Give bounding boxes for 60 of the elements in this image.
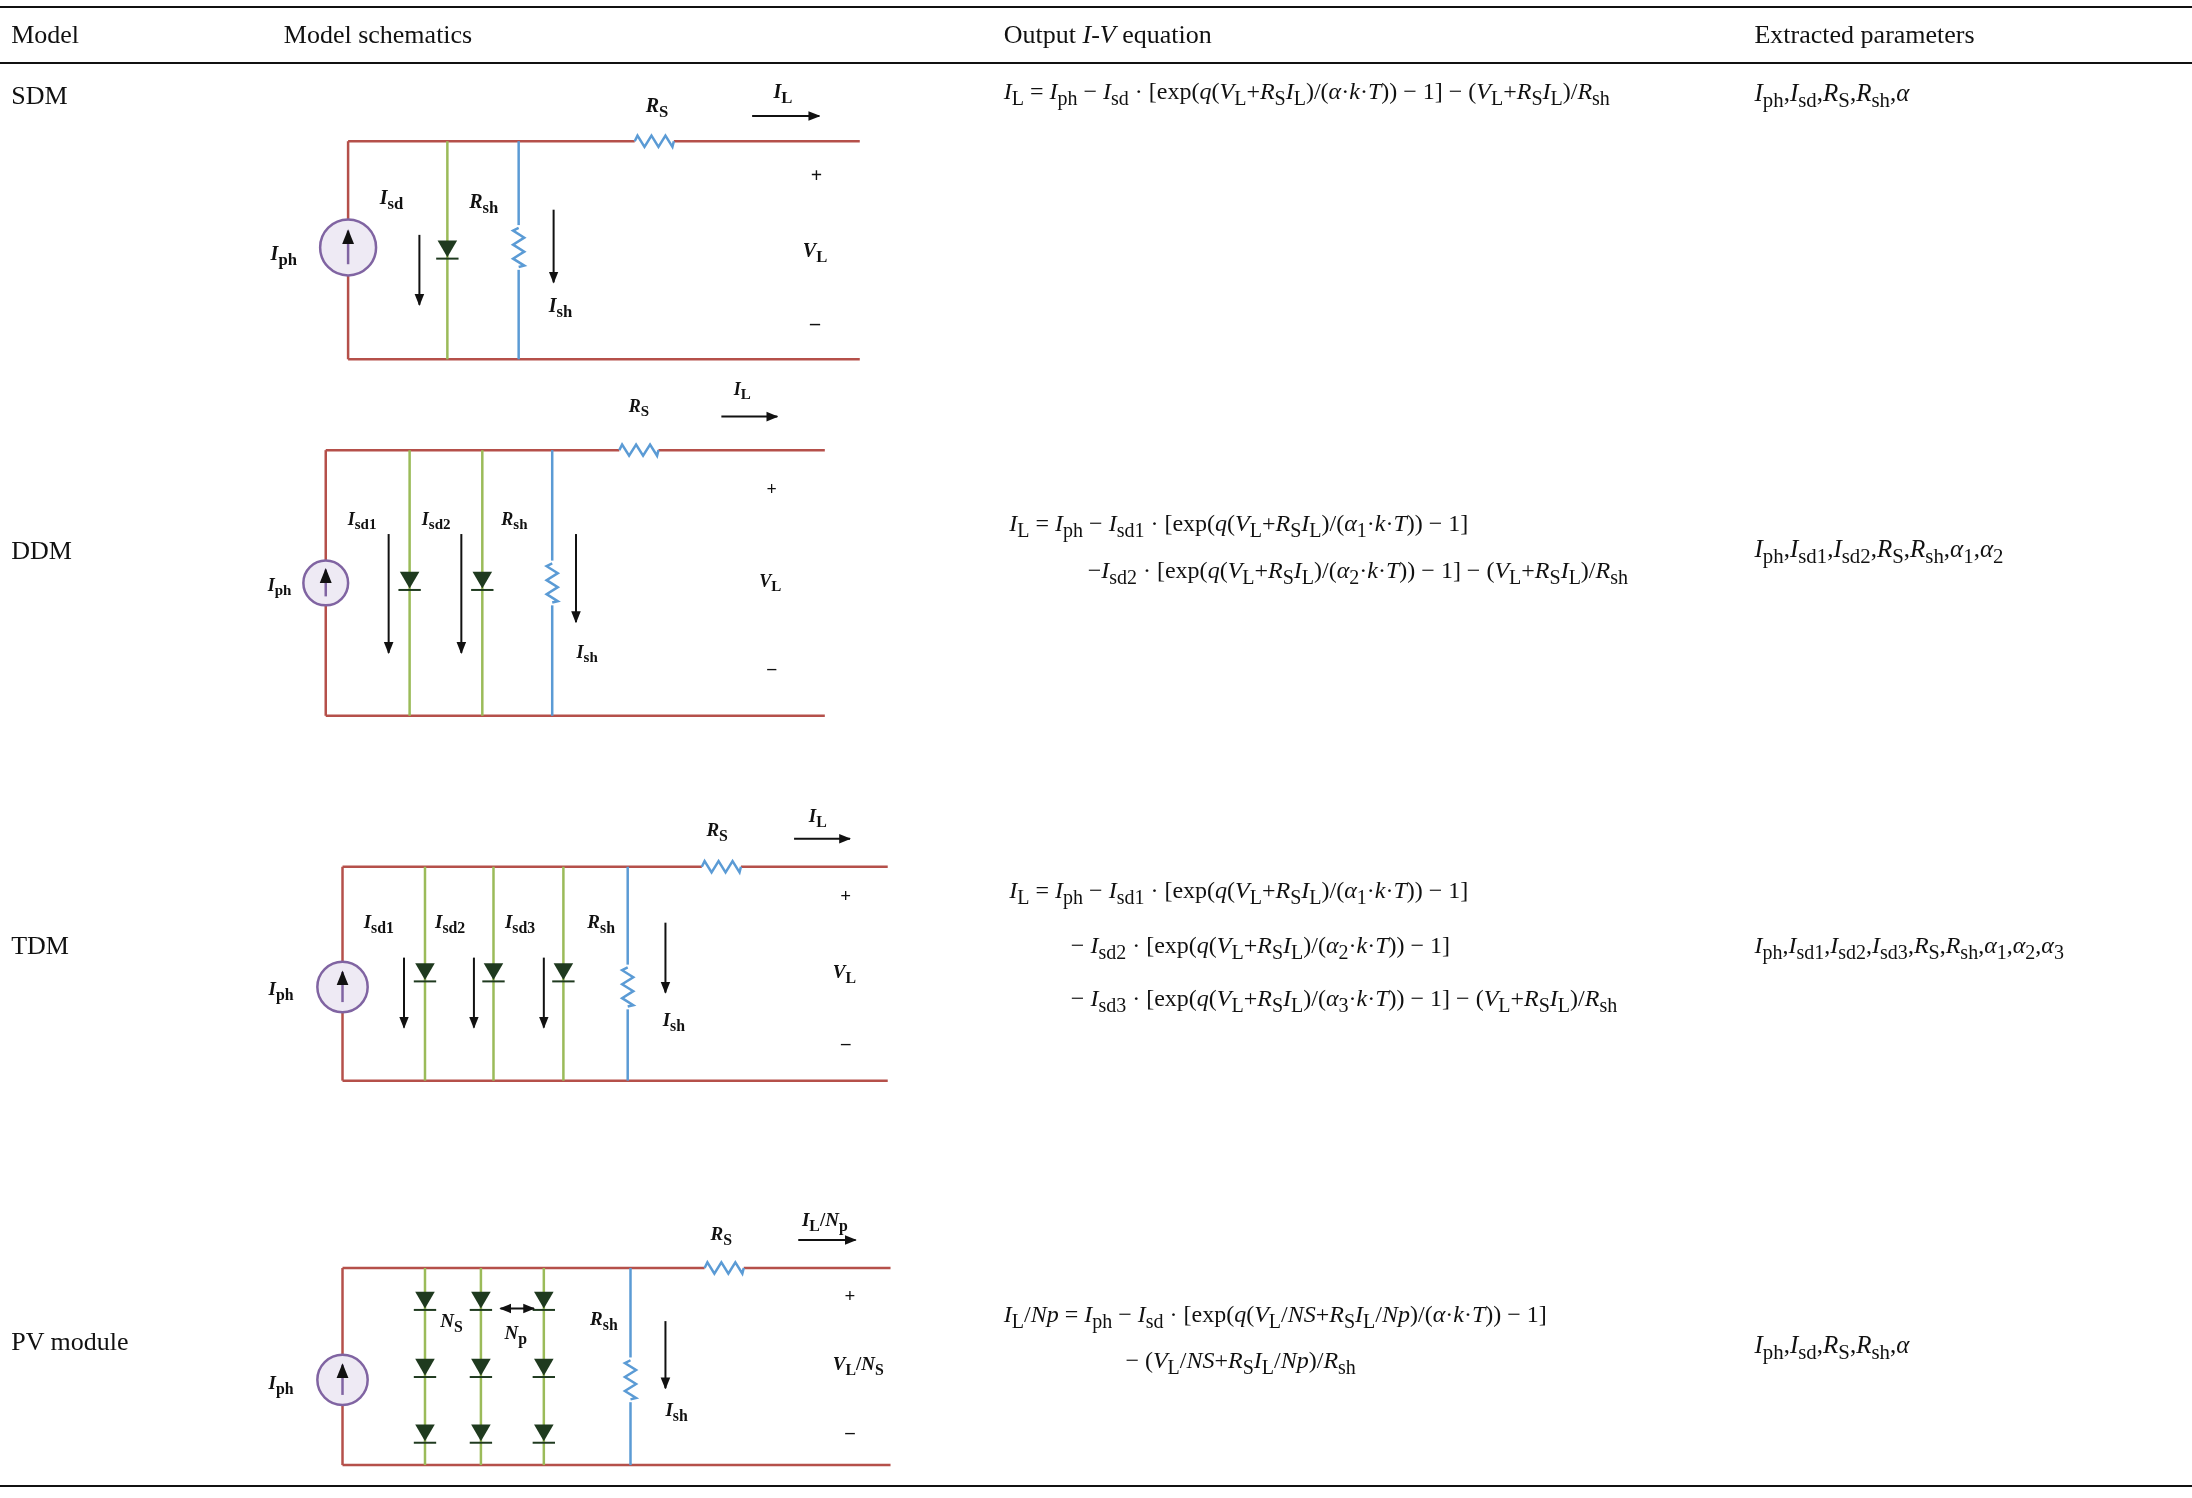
circuit-label: + bbox=[844, 1285, 856, 1307]
equation: − (V$_{L}$/NS+R$_{S}$I$_{L}$/Np)/R$_{sh}$ bbox=[1125, 1347, 1356, 1379]
row-label: TDM bbox=[11, 931, 69, 962]
equation: − I$_{sd2}$ · [exp(q(V$_{L}$+R$_{S}$I$_{L}$)/(α$_{2}$·k·T)) − 1] bbox=[1070, 931, 1451, 964]
circuit-label: I$_{L}$/N$_{p}$ bbox=[801, 1208, 848, 1235]
circuit-label: I$_{sd3}$ bbox=[504, 911, 536, 938]
column-header: Model schematics bbox=[283, 20, 473, 50]
circuit-label: I$_{L}$ bbox=[773, 80, 793, 108]
circuit-label: I$_{L}$ bbox=[733, 379, 751, 404]
circuit-label: I$_{ph}$ bbox=[270, 242, 297, 270]
circuit-label: R$_{S}$ bbox=[645, 94, 669, 122]
equation: I$_{L}$ = I$_{ph}$ − I$_{sd}$ · [exp(q(V$_{L}$+R$_{S}$I$_{L}$)/(α·k·T)) − 1] − (V$_{L}$+R$_{S}$I$_{L}$)/R$_{sh}$ bbox=[1003, 77, 1610, 110]
row-label: SDM bbox=[11, 81, 68, 112]
circuit-label: I$_{sd2}$ bbox=[421, 509, 451, 534]
column-header: Extracted parameters bbox=[1754, 20, 1975, 50]
circuit-label: – bbox=[767, 657, 777, 679]
circuit-label: I$_{ph}$ bbox=[268, 1372, 294, 1399]
circuit-label: R$_{S}$ bbox=[710, 1222, 733, 1249]
circuit-label: + bbox=[840, 885, 852, 908]
circuit-label: I$_{sh}$ bbox=[662, 1008, 685, 1035]
circuit-label: I$_{sd1}$ bbox=[363, 911, 394, 938]
circuit-label: I$_{ph}$ bbox=[267, 574, 292, 600]
circuit-label: – bbox=[841, 1032, 851, 1054]
circuit-label: V$_{L}$/N$_{S}$ bbox=[832, 1352, 884, 1379]
equation: −I$_{sd2}$ · [exp(q(V$_{L}$+R$_{S}$I$_{L}$)/(α$_{2}$·k·T)) − 1] − (V$_{L}$+R$_{S}$I$_{L}$)/R$_{sh}$ bbox=[1087, 557, 1628, 590]
equation: I$_{L}$ = I$_{ph}$ − I$_{sd1}$ · [exp(q(V$_{L}$+R$_{S}$I$_{L}$)/(α$_{1}$·k·T)) − 1] bbox=[1009, 877, 1469, 910]
circuit-label: V$_{L}$ bbox=[832, 961, 856, 988]
circuit-label: I$_{ph}$ bbox=[268, 978, 294, 1005]
row-label: PV module bbox=[11, 1327, 129, 1357]
circuit-label: I$_{L}$ bbox=[808, 804, 827, 831]
circuit-label: + bbox=[810, 163, 823, 187]
circuit-label: N$_{p}$ bbox=[504, 1322, 528, 1349]
equation: − I$_{sd3}$ · [exp(q(V$_{L}$+R$_{S}$I$_{L}$)/(α$_{3}$·k·T)) − 1] − (V$_{L}$+R$_{S}$I$_{L}$)/R$_{sh}$ bbox=[1070, 985, 1618, 1017]
parameter-list: I$_{ph}$,I$_{sd1}$,I$_{sd2}$,I$_{sd3}$,R$_{S}$,R$_{sh}$,α$_{1}$,α$_{2}$,α$_{3}$ bbox=[1754, 931, 2064, 964]
equation: I$_{L}$/Np = I$_{ph}$ − I$_{sd}$ · [exp(q(V$_{L}$/NS+R$_{S}$I$_{L}$/Np)/(α·k·T)) − 1] bbox=[1003, 1301, 1547, 1333]
circuit-label: V$_{L}$ bbox=[802, 239, 828, 267]
column-header: Output I-V equation bbox=[1003, 20, 1212, 50]
circuit-label: + bbox=[766, 478, 777, 500]
circuit-label: I$_{sd2}$ bbox=[435, 911, 466, 938]
circuit-label: I$_{sd1}$ bbox=[347, 509, 377, 534]
equation: I$_{L}$ = I$_{ph}$ − I$_{sd1}$ · [exp(q(V$_{L}$+R$_{S}$I$_{L}$)/(α$_{1}$·k·T)) − 1] bbox=[1009, 509, 1469, 542]
circuit-label: N$_{S}$ bbox=[440, 1309, 463, 1336]
circuit-label: I$_{sh}$ bbox=[576, 641, 598, 667]
circuit-label: V$_{L}$ bbox=[759, 570, 782, 596]
circuit-label: I$_{sd}$ bbox=[379, 186, 404, 214]
circuit-label: R$_{sh}$ bbox=[587, 911, 615, 938]
parameter-list: I$_{ph}$,I$_{sd}$,R$_{S}$,R$_{sh}$,α bbox=[1754, 1330, 1910, 1365]
circuit-label: I$_{sh}$ bbox=[548, 293, 573, 322]
circuit-label: R$_{S}$ bbox=[706, 818, 728, 845]
parameter-list: I$_{ph}$,I$_{sd1}$,I$_{sd2}$,R$_{S}$,R$_{sh}$,α$_{1}$,α$_{2}$ bbox=[1754, 535, 2004, 570]
column-header: Model bbox=[11, 20, 80, 50]
circuit-label: – bbox=[810, 311, 821, 335]
circuit-label: R$_{sh}$ bbox=[469, 190, 499, 218]
circuit-label: R$_{sh}$ bbox=[501, 509, 528, 534]
circuit-label: – bbox=[845, 1420, 855, 1443]
row-label: DDM bbox=[11, 535, 72, 566]
circuit-label: R$_{sh}$ bbox=[590, 1308, 618, 1335]
parameter-list: I$_{ph}$,I$_{sd}$,R$_{S}$,R$_{sh}$,α bbox=[1754, 79, 1910, 114]
circuit-label: I$_{sh}$ bbox=[665, 1399, 688, 1425]
circuit-label: R$_{S}$ bbox=[628, 395, 650, 421]
